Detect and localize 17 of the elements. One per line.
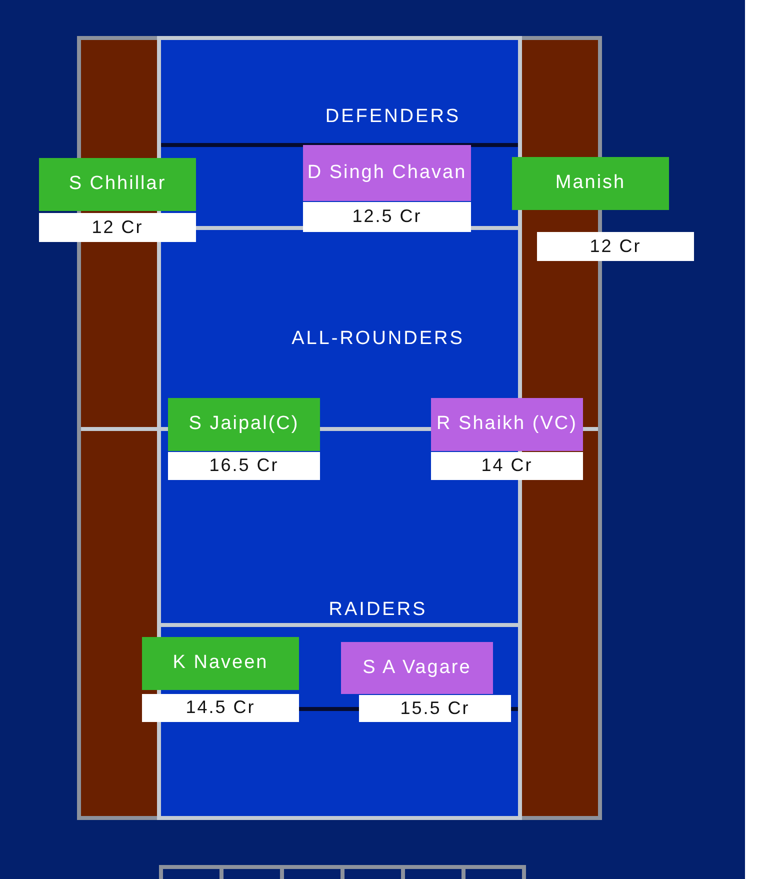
section-heading: RAIDERS bbox=[328, 599, 428, 621]
price-tag: 12 Cr bbox=[39, 213, 196, 242]
price-tag: 12.5 Cr bbox=[303, 202, 471, 232]
price-tag: 16.5 Cr bbox=[168, 452, 320, 480]
player-name-tag: S Chhillar bbox=[39, 158, 196, 211]
price-tag: 15.5 Cr bbox=[359, 695, 511, 722]
price-tag: 14.5 Cr bbox=[142, 694, 299, 722]
player-name-tag: Manish bbox=[512, 157, 669, 210]
player-name-tag: D Singh Chavan bbox=[303, 145, 471, 201]
player-name-tag: S A Vagare bbox=[341, 642, 493, 694]
section-heading: ALL-ROUNDERS bbox=[292, 328, 464, 350]
player-name-tag: K Naveen bbox=[142, 637, 299, 690]
player-name-tag: R Shaikh (VC) bbox=[431, 398, 583, 451]
price-tag: 12 Cr bbox=[537, 232, 694, 261]
price-tag: 14 Cr bbox=[431, 452, 583, 480]
player-name-tag: S Jaipal(C) bbox=[168, 398, 320, 451]
section-heading: DEFENDERS bbox=[325, 106, 461, 128]
